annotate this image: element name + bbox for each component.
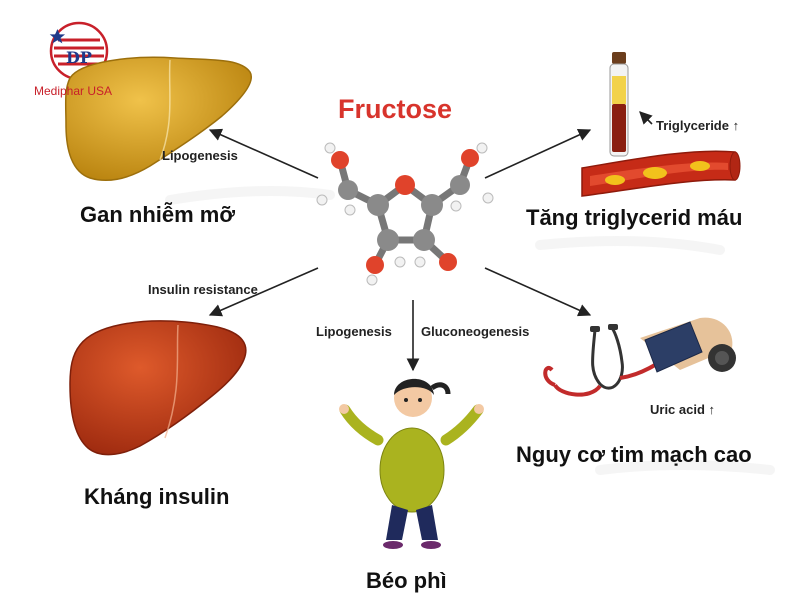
outcome-triglyceride: Tăng triglycerid máu <box>526 205 743 230</box>
damaged-liver-illustration <box>69 320 247 456</box>
edge-label-insulin-resistance: Insulin resistance <box>148 282 258 297</box>
artery-illustration <box>581 150 741 197</box>
annotation-triglyceride: Triglyceride ↑ <box>656 118 740 133</box>
edge-label-lipogenesis-bottom: Lipogenesis <box>316 324 392 339</box>
arrow-to-triglyceride <box>484 128 592 179</box>
blood-tube-illustration <box>609 52 629 157</box>
outcome-obesity: Béo phì <box>366 568 447 593</box>
stethoscope-illustration <box>543 317 736 397</box>
logo-text: Mediphar USA <box>34 84 113 98</box>
arrow-to-fatty-liver <box>208 128 319 179</box>
outcome-cardio-risk: Nguy cơ tim mạch cao <box>516 442 752 467</box>
arrow-to-triglyceride-tube <box>639 111 653 125</box>
outcome-insulin-resistance: Kháng insulin <box>84 484 230 509</box>
arrow-to-cardio-risk <box>484 267 592 317</box>
arrow-to-insulin-resistance <box>208 267 319 317</box>
center-title: Fructose <box>338 94 453 124</box>
annotation-uric-acid: Uric acid ↑ <box>650 402 716 417</box>
fatty-liver-illustration <box>64 56 253 182</box>
edge-label-lipogenesis-top: Lipogenesis <box>162 148 238 163</box>
outcome-fatty-liver: Gan nhiễm mỡ <box>80 202 235 227</box>
fructose-molecule <box>316 142 494 286</box>
arrows <box>208 111 653 372</box>
edge-label-gluconeogenesis: Gluconeogenesis <box>421 324 530 339</box>
logo-monogram: DP <box>66 48 92 67</box>
person-illustration <box>339 378 484 549</box>
